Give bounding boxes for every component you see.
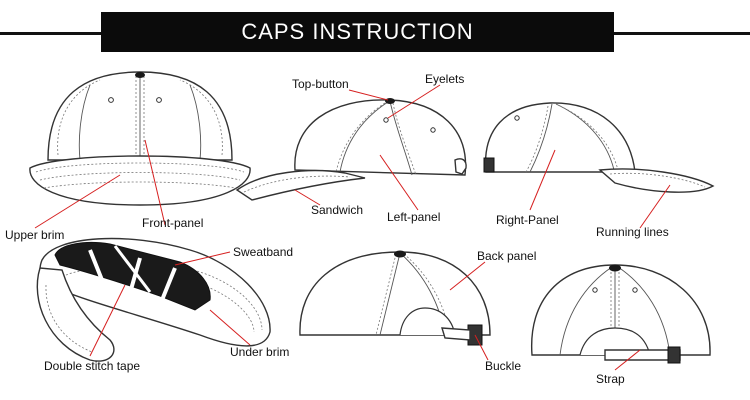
top-button-side [385,98,395,104]
back-crown [299,251,491,336]
title-box: CAPS INSTRUCTION [101,12,614,52]
cap-underside [36,237,271,362]
label-running-lines: Running lines [596,225,669,239]
top-button-back2 [609,264,621,272]
cap-back-view [299,250,491,346]
label-strap: Strap [596,372,625,386]
left-brim [235,169,366,201]
cap-right-side [483,102,715,193]
right-brim [598,168,715,193]
label-left-panel: Left-panel [387,210,440,224]
label-sweatband: Sweatband [233,245,293,259]
cap-back-strap [531,264,711,364]
cap-front-brim [29,155,251,206]
page-title: CAPS INSTRUCTION [241,19,474,44]
label-top-button: Top-button [292,77,349,91]
right-buckle [483,157,495,173]
label-upper-brim: Upper brim [5,228,64,242]
label-eyelets: Eyelets [425,72,464,86]
eyelet-right [156,97,162,103]
left-crown [294,99,467,176]
top-button-front [135,72,145,78]
cap-left-side [235,98,467,201]
cap-front-view [29,71,251,206]
label-right-panel: Right-Panel [496,213,559,227]
right-crown [484,102,636,173]
label-front-panel: Front-panel [142,216,203,230]
label-double-stitch-tape: Double stitch tape [44,359,140,373]
label-under-brim: Under brim [230,345,289,359]
label-sandwich: Sandwich [311,203,363,217]
top-button-back [394,250,406,258]
callout-lines [34,84,671,371]
label-back-panel: Back panel [477,249,536,263]
underside-rim [36,267,115,362]
labels: Top-button Eyelets Front-panel Upper bri… [5,72,669,386]
eyelet-left [108,97,114,103]
label-buckle: Buckle [485,359,521,373]
